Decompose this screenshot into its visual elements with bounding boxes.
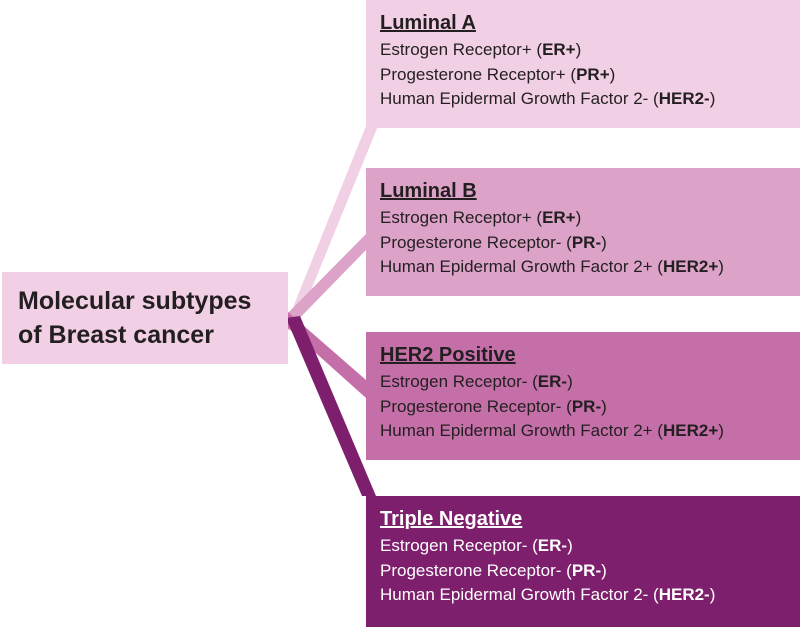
subtype-title: Luminal A: [380, 12, 476, 34]
root-node: Molecular subtypes of Breast cancer: [2, 272, 288, 364]
marker-line-her2: Human Epidermal Growth Factor 2+ (HER2+): [380, 257, 724, 276]
root-title: Molecular subtypes of Breast cancer: [18, 284, 251, 352]
connector-luminal-a: [288, 126, 378, 322]
marker-line-er: Estrogen Receptor+ (ER+): [380, 208, 582, 227]
marker-line-pr: Progesterone Receptor- (PR-): [380, 396, 607, 416]
marker-line-pr: Progesterone Receptor+ (PR+): [380, 64, 616, 84]
subtype-box-luminal-b: Luminal B Estrogen Receptor+ (ER+) Proge…: [366, 168, 800, 296]
connector-luminal-b: [288, 234, 366, 330]
marker-line-er: Estrogen Receptor- (ER-): [380, 372, 573, 391]
root-title-line-2: of Breast cancer: [18, 321, 214, 349]
root-title-line-1: Molecular subtypes: [18, 287, 252, 315]
subtype-title: HER2 Positive: [380, 344, 516, 366]
subtype-box-luminal-a: Luminal A Estrogen Receptor+ (ER+) Proge…: [366, 0, 800, 128]
marker-line-her2: Human Epidermal Growth Factor 2- (HER2-): [380, 89, 716, 108]
marker-line-pr: Progesterone Receptor- (PR-): [380, 232, 607, 252]
subtype-title: Triple Negative: [380, 508, 523, 530]
connector-triple: [286, 316, 376, 496]
subtype-box-her2-positive: HER2 Positive Estrogen Receptor- (ER-) P…: [366, 332, 800, 460]
marker-line-er: Estrogen Receptor+ (ER+): [380, 40, 582, 59]
marker-line-her2: Human Epidermal Growth Factor 2- (HER2-): [380, 585, 716, 604]
connector-her2: [288, 312, 366, 398]
marker-line-pr: Progesterone Receptor- (PR-): [380, 560, 607, 580]
marker-line-her2: Human Epidermal Growth Factor 2+ (HER2+): [380, 421, 724, 440]
subtype-title: Luminal B: [380, 180, 477, 202]
marker-line-er: Estrogen Receptor- (ER-): [380, 536, 573, 555]
subtype-box-triple-negative: Triple Negative Estrogen Receptor- (ER-)…: [366, 496, 800, 627]
